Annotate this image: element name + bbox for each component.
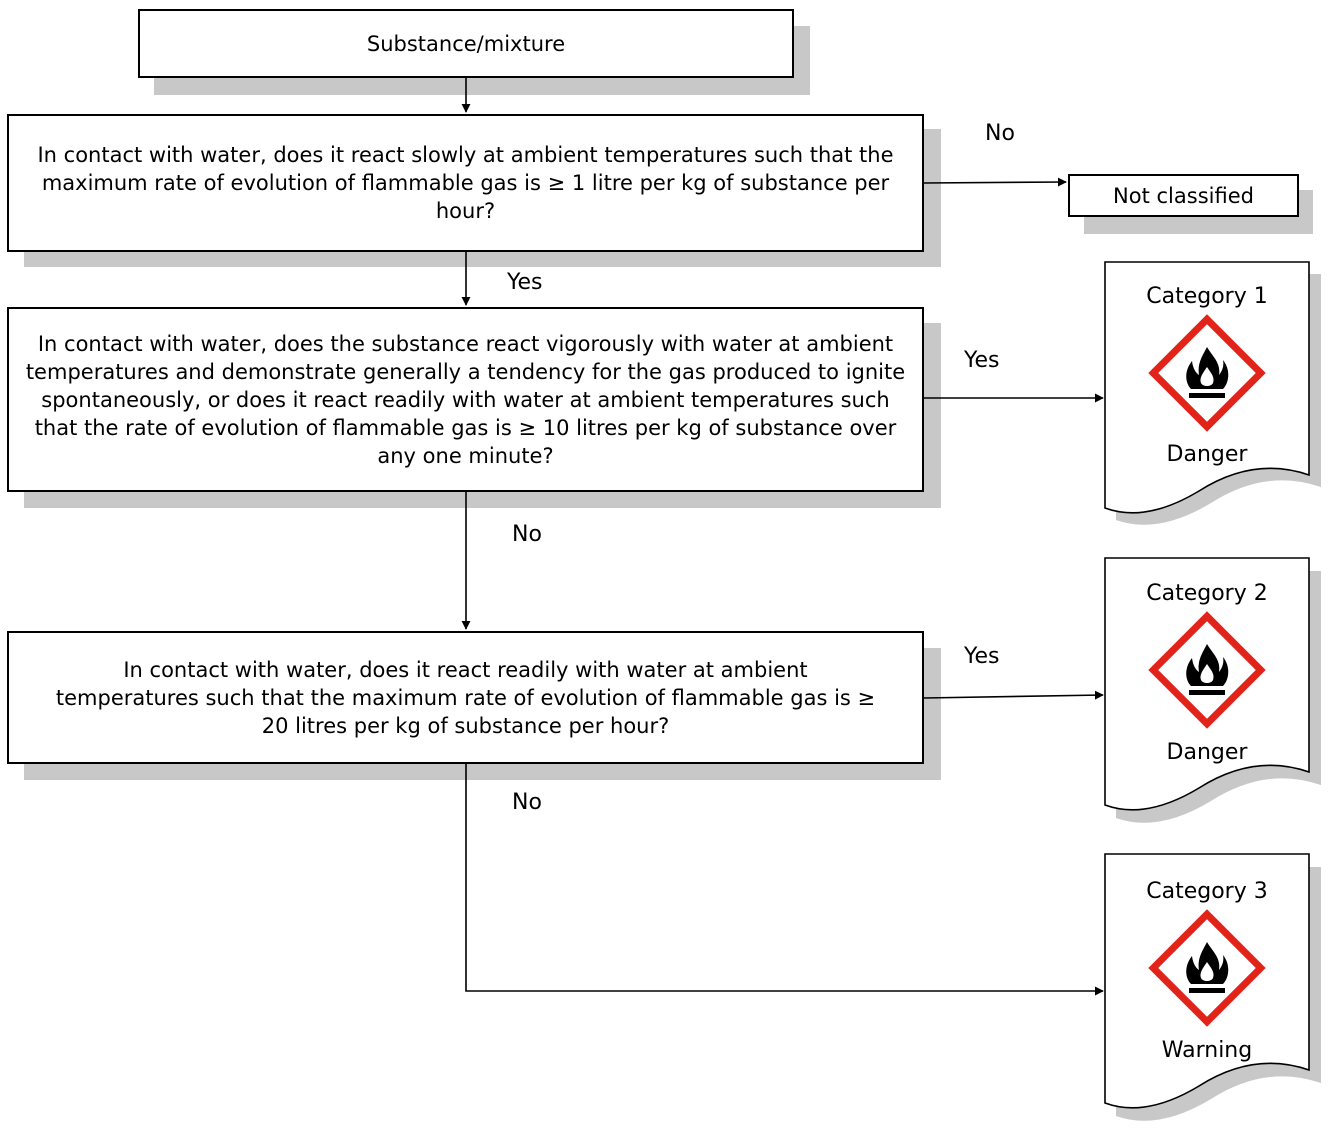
question-3-box: In contact with water, does it react rea… — [7, 631, 924, 764]
outcome-1-category: Category 1 — [1146, 284, 1267, 309]
connector-q1-no — [923, 177, 1067, 187]
start-node: Substance/mixture — [138, 9, 794, 78]
question-1-box: In contact with water, does it react slo… — [7, 114, 924, 252]
question-2-box: In contact with water, does the substanc… — [7, 307, 924, 492]
flame-icon — [1148, 611, 1266, 729]
connector-q3-no — [465, 764, 1104, 996]
outcome-3-category: Category 3 — [1146, 879, 1267, 904]
question-2-text: In contact with water, does the substanc… — [25, 331, 906, 468]
outcome-2-category: Category 2 — [1146, 581, 1267, 606]
edge-label-q2-yes: Yes — [964, 348, 1000, 373]
outcome-category-3: Category 3 Warning — [1104, 853, 1321, 1121]
outcome-1-signal-word: Danger — [1167, 442, 1249, 467]
flame-icon — [1148, 314, 1266, 432]
outcome-category-2: Category 2 Danger — [1104, 557, 1321, 823]
outcome-3-signal-word: Warning — [1162, 1038, 1252, 1063]
edge-label-q1-yes: Yes — [507, 270, 543, 295]
outcome-2-signal-word: Danger — [1167, 740, 1249, 765]
start-label: Substance/mixture — [366, 31, 566, 56]
not-classified-box: Not classified — [1068, 174, 1299, 217]
question-1-text: In contact with water, does it react slo… — [37, 143, 894, 223]
edge-label-q3-no: No — [512, 790, 542, 815]
outcome-category-1: Category 1 Danger — [1104, 261, 1321, 525]
not-classified-label: Not classified — [1113, 183, 1254, 208]
connector-q3-yes — [923, 690, 1104, 700]
question-3-text: In contact with water, does it react rea… — [55, 657, 876, 738]
edge-label-q1-no: No — [985, 121, 1015, 146]
flame-icon — [1148, 909, 1266, 1027]
edge-label-q3-yes: Yes — [964, 644, 1000, 669]
edge-label-q2-no: No — [512, 522, 542, 547]
